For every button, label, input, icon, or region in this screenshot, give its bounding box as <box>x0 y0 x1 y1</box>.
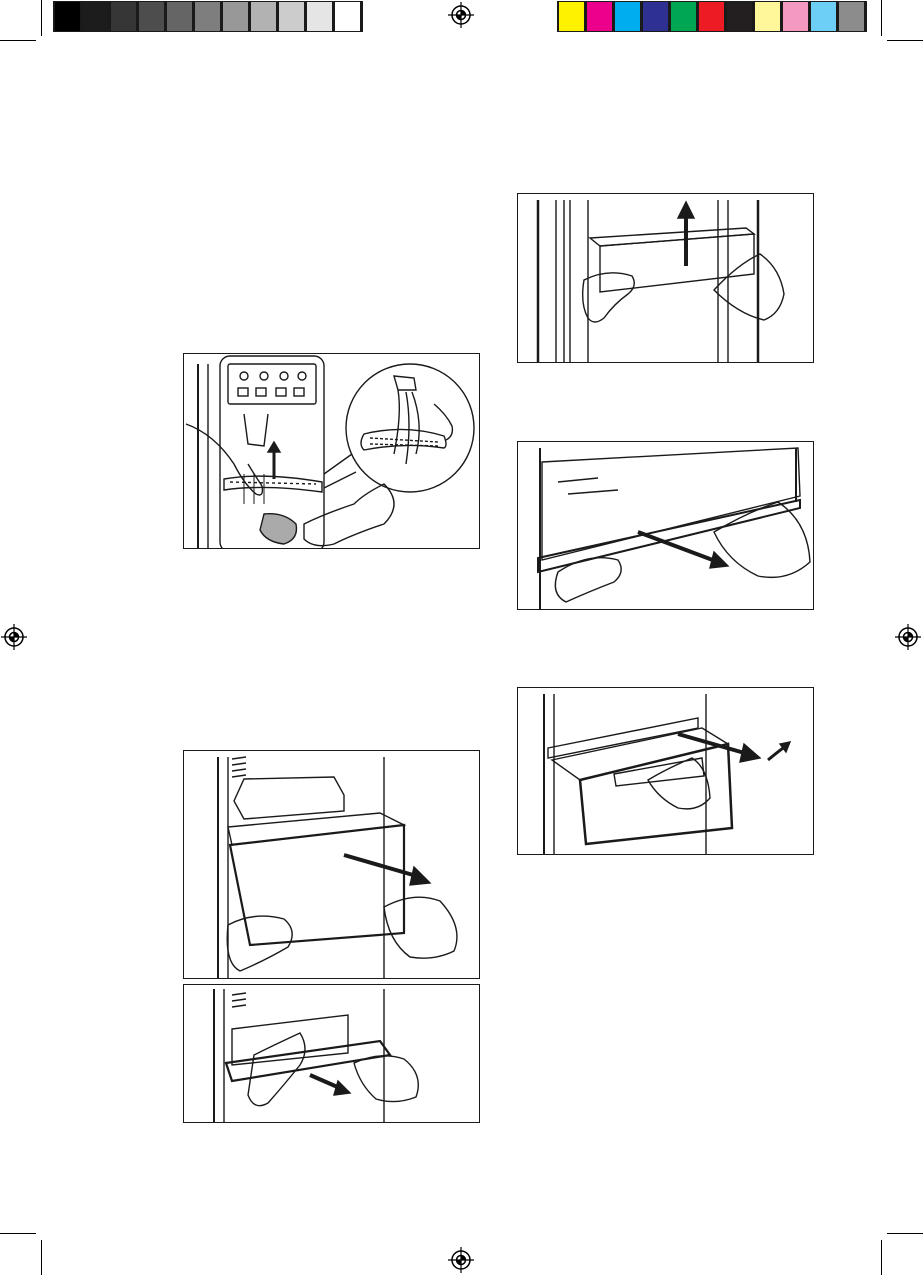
grayscale-swatch <box>223 2 248 31</box>
process-color-swatch <box>783 2 808 31</box>
small-drawer-icon <box>517 687 814 855</box>
freezer-drawer-icon <box>183 984 480 1123</box>
crop-mark <box>41 0 42 36</box>
grayscale-swatch <box>195 2 220 31</box>
registration-mark-icon <box>448 2 474 28</box>
crop-mark <box>887 40 923 41</box>
process-color-swatch <box>587 2 612 31</box>
crop-mark <box>0 1233 36 1234</box>
grayscale-swatch <box>279 2 304 31</box>
crop-mark <box>881 1240 882 1275</box>
grayscale-swatch <box>111 2 136 31</box>
process-color-swatch <box>643 2 668 31</box>
crop-mark <box>0 40 36 41</box>
process-color-swatch <box>755 2 780 31</box>
grayscale-swatch <box>307 2 332 31</box>
registration-mark-icon <box>895 624 921 650</box>
grayscale-swatch <box>251 2 276 31</box>
grayscale-swatch <box>167 2 192 31</box>
process-color-swatch <box>811 2 836 31</box>
process-color-swatch <box>559 2 584 31</box>
process-color-swatch <box>727 2 752 31</box>
process-color-swatch <box>699 2 724 31</box>
crop-mark <box>887 1233 923 1234</box>
process-color-swatch <box>615 2 640 31</box>
crop-mark <box>41 1240 42 1275</box>
process-color-swatch <box>839 2 864 31</box>
crop-mark <box>881 0 882 36</box>
crisper-drawer-icon <box>183 750 480 979</box>
grayscale-swatch <box>83 2 108 31</box>
process-color-swatch <box>671 2 696 31</box>
registration-mark-icon <box>448 1247 474 1273</box>
registration-mark-icon <box>1 624 27 650</box>
dispenser-drip-tray-icon <box>183 353 480 549</box>
grayscale-swatch <box>335 2 360 31</box>
grayscale-swatch <box>55 2 80 31</box>
door-bin-lift-icon <box>517 193 814 363</box>
glass-shelf-icon <box>517 441 814 610</box>
grayscale-swatch <box>139 2 164 31</box>
